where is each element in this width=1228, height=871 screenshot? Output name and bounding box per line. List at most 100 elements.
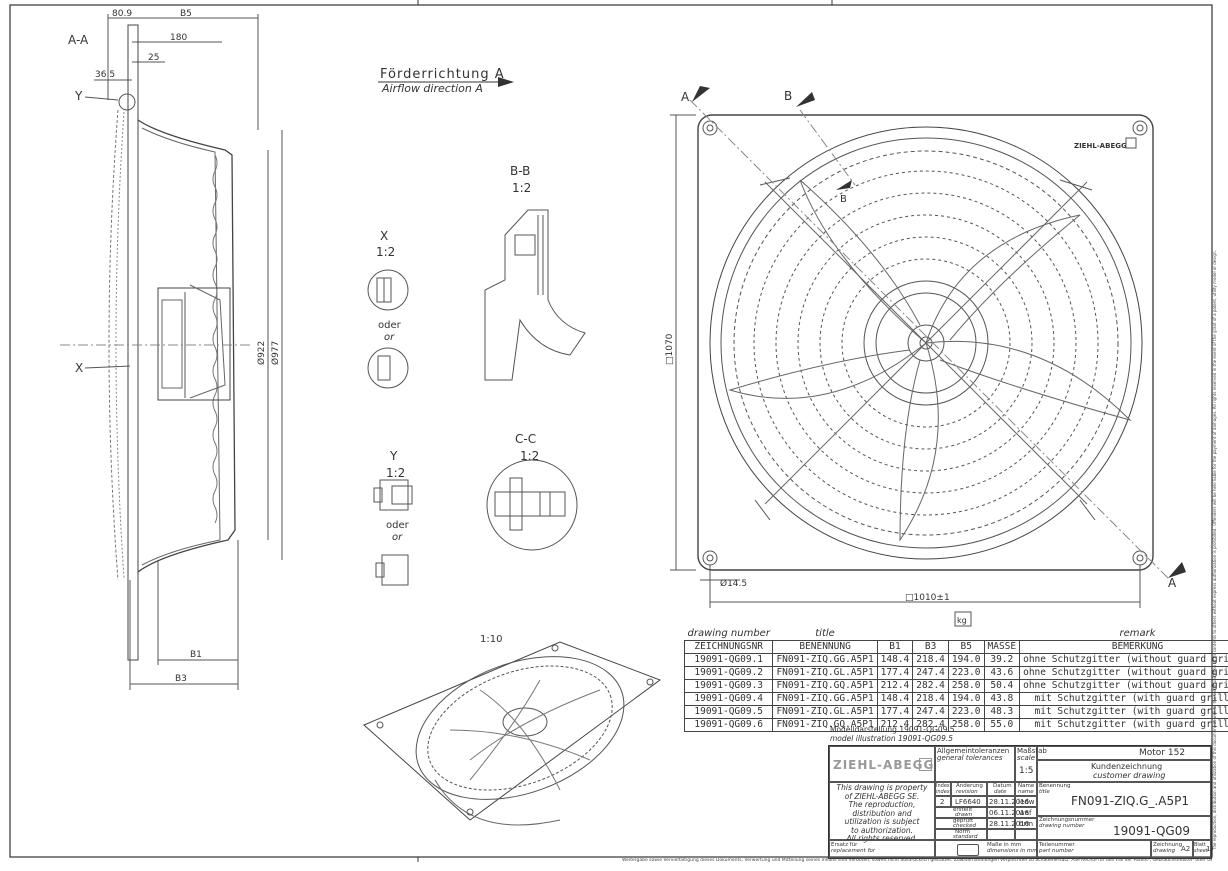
table-header: B1	[876, 640, 914, 654]
dim-sq1070: □1070	[665, 333, 675, 365]
units-en: dimensions in mm	[987, 848, 1038, 854]
section-view-aa: A-A 80.9 B5 180 25 36.5 Y X	[60, 9, 283, 690]
table-cell: 48.3	[983, 705, 1021, 719]
table-cell: FN091-ZIQ.GG.A5P1	[772, 692, 878, 706]
table-header-row: ZEICHNUNGSNR BENENNUNG B1 B3 B5 MASSE BE…	[683, 640, 1228, 654]
drawing-size-de: Zeichnung	[1153, 842, 1183, 848]
drawn-name: waf	[1019, 809, 1032, 817]
table-header: BEMERKUNG	[1019, 640, 1228, 654]
detail-x-scale: 1:2	[376, 245, 395, 259]
sheet-en: sheet	[1194, 848, 1208, 854]
customer-drawing-de: Kundenzeichnung	[1091, 762, 1163, 771]
table-header: B3	[912, 640, 949, 654]
replacement-en: replacement for	[831, 848, 876, 854]
table-cell: 50.4	[983, 679, 1021, 693]
table-cell: 19091-QG09.2	[683, 666, 774, 680]
table-cell: 55.0	[983, 718, 1021, 732]
detail-y-marker	[118, 93, 136, 111]
sheet-de: Blatt	[1194, 842, 1206, 848]
table-cell: FN091-ZIQ.GL.A5P1	[772, 705, 878, 719]
scale-en: scale	[1017, 754, 1036, 762]
table-header: BENENNUNG	[772, 640, 878, 654]
rev-header-name-en: name	[1018, 789, 1034, 795]
section-cc-title: C-C	[515, 432, 536, 446]
sheet-number: 1	[1206, 845, 1211, 853]
table-cell: 258.0	[947, 679, 985, 693]
caption-title: title	[815, 628, 835, 639]
table-cell: 148.4	[876, 653, 914, 667]
detail-y-label: Y	[74, 89, 83, 103]
section-view-bb: B-B 1:2	[484, 164, 586, 381]
table-cell: 247.4	[912, 666, 949, 680]
airflow-label-de: Förderrichtung A	[380, 67, 505, 82]
table-header: ZEICHNUNGSNR	[683, 640, 774, 654]
property-line: The reproduction,	[848, 800, 916, 809]
front-view: A B B A ZIEHL-ABEGG □1070 □1010±1 Ø14.5 …	[665, 86, 1186, 627]
property-line: of ZIEHL-ABEGG SE.	[844, 791, 920, 801]
table-cell: ohne Schutzgitter (without guard grille)	[1019, 679, 1228, 693]
table-cell: 19091-QG09.4	[683, 692, 774, 706]
section-a-label-bottom: A	[1168, 576, 1177, 590]
property-line: distribution and	[852, 808, 912, 818]
section-cc-scale: 1:2	[520, 449, 539, 463]
dim-25: 25	[148, 53, 159, 63]
table-cell: 282.4	[912, 718, 949, 732]
dim-b5-top: B5	[180, 9, 192, 19]
part-number-en: part number	[1039, 848, 1074, 854]
or-2: or	[392, 532, 403, 543]
model-note-en: model illustration 19091-QG09.5	[830, 734, 953, 743]
rev-change: LF6640	[955, 798, 981, 806]
section-bb-scale: 1:2	[512, 181, 531, 195]
table-cell: 218.4	[912, 653, 949, 667]
plate-brand: ZIEHL-ABEGG	[1074, 142, 1127, 150]
airflow-label-en: Airflow direction A	[381, 82, 483, 95]
table-cell: ohne Schutzgitter (without guard grille)	[1019, 666, 1228, 680]
section-a-label-top: A	[681, 90, 690, 104]
airflow-label-group: Förderrichtung A Airflow direction A	[378, 67, 514, 95]
dim-180: 180	[170, 33, 187, 43]
table-cell: 39.2	[983, 653, 1021, 667]
dim-b1: B1	[190, 650, 202, 660]
norm-de: Norm	[955, 829, 971, 835]
projection-symbol-icon	[957, 844, 979, 856]
section-b-label-inner: B	[840, 194, 847, 205]
detail-x-label: X	[75, 361, 83, 375]
detail-x-title: X	[380, 229, 388, 243]
brand-logo-icon	[1125, 137, 1137, 149]
legal-sidenote: The reproduction, distribution and utili…	[1212, 250, 1217, 850]
table-cell: ohne Schutzgitter (without guard grille)	[1019, 653, 1228, 667]
isometric-view: 1:10	[363, 634, 662, 826]
motor-label: Motor 152	[1139, 748, 1186, 758]
property-line: to authorization.	[851, 825, 913, 835]
dim-d14-5: Ø14.5	[720, 578, 747, 589]
table-cell: 247.4	[912, 705, 949, 719]
brand-mark-icon	[919, 758, 932, 771]
rev-header-change-en: revision	[956, 789, 978, 795]
section-label-aa: A-A	[68, 33, 89, 47]
rev-header-index-en: index	[936, 789, 950, 795]
drawing-number-de: Zeichnungsnummer	[1039, 817, 1095, 823]
scale-value: 1:5	[1019, 766, 1034, 776]
table-cell: 43.8	[983, 692, 1021, 706]
table-cell: 19091-QG09.1	[683, 653, 774, 667]
table-cell: 223.0	[947, 666, 985, 680]
customer-drawing-en: customer drawing	[1093, 771, 1166, 780]
rev-date: 28.11.2016	[989, 798, 1030, 806]
norm-en: standard	[953, 834, 978, 840]
rev-header-date: Datum	[993, 783, 1012, 789]
section-b-label-top: B	[784, 89, 792, 103]
mounting-plate	[697, 114, 1154, 571]
rev-header-index: Index	[936, 783, 950, 789]
dim-d977: Ø977	[270, 341, 281, 365]
table-cell: mit Schutzgitter (with guard grille)	[1019, 705, 1228, 719]
tolerances-de: Allgemeintoleranzen	[937, 747, 1010, 755]
airflow-arrow-icon	[498, 77, 514, 87]
drawing-number-en: drawing number	[1039, 823, 1085, 829]
parts-table: drawing number title remark ZEICHNUNGSNR…	[683, 628, 1228, 732]
section-view-cc: C-C 1:2	[486, 432, 578, 551]
table-cell: FN091-ZIQ.GG.A5P1	[772, 653, 878, 667]
